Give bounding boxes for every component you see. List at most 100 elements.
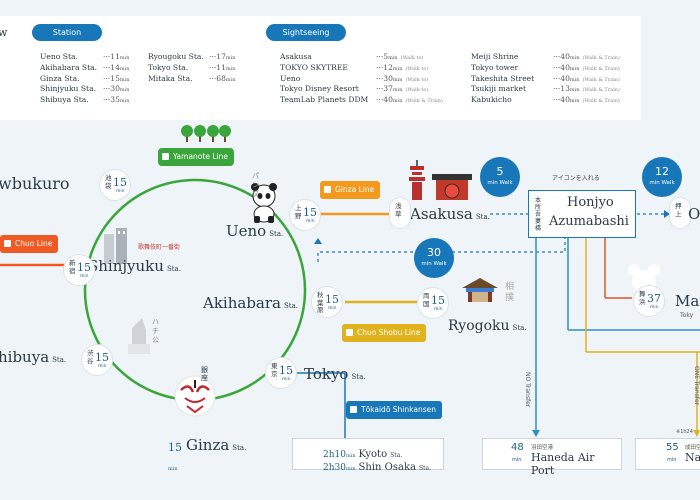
oshiage-station-circle: 押上 — [670, 198, 690, 228]
legend-station-label: Ryougoku Sta. — [148, 52, 204, 61]
legend-time-unit: min — [225, 55, 236, 61]
kabukicho-label: 歌舞伎町一番街 — [138, 244, 181, 251]
legend-time-value: 17 — [216, 52, 226, 61]
legend-sight-label: TOKYO SKYTREE — [280, 62, 348, 72]
time-unit: min — [98, 364, 107, 369]
legend-time-unit: min — [225, 65, 236, 72]
legend-sight-name: TeamLab Planets DDM — [280, 95, 368, 104]
legend-sight-name: Tsukiji market — [471, 84, 526, 93]
legend-sight-label: Ueno — [280, 73, 301, 83]
legend-time-unit: min — [388, 55, 398, 61]
legend-travel-mode: (Walk & Train) — [582, 76, 620, 83]
station-pill: Station — [32, 24, 102, 41]
legend-time-value: 11 — [216, 62, 226, 72]
dots: ··· — [376, 73, 384, 83]
legend-time-unit: min — [392, 76, 403, 83]
legend-sight-name: Tokyo Disney Resort — [280, 84, 359, 93]
legend-travel-mode: (Walk & Train) — [582, 65, 620, 72]
one-transfer-label: ONE Transfer — [693, 366, 700, 406]
time-unit: min — [168, 466, 178, 472]
legend-station-name: Shinjyuku Sta. — [40, 84, 96, 93]
legend-station-name: Tokyo Sta. — [148, 63, 188, 72]
time-number: 15 — [431, 294, 445, 307]
legend-time-unit: min — [392, 87, 403, 94]
time-unit: min — [650, 305, 659, 310]
legend-station-label: Tokyo Sta. — [148, 62, 189, 72]
tokaido-shinkansen-label: Tōkaidō Shinkansen — [361, 405, 436, 414]
osaka-time: 2h30 — [323, 463, 346, 473]
legend-station-name: Akihabara Sta. — [40, 63, 97, 72]
haneda-unit: min — [512, 457, 522, 463]
legend-time-unit: min — [392, 65, 403, 72]
walk-number: 30 — [427, 246, 441, 259]
shinjyuku-label: Shinjyuku — [88, 257, 164, 275]
legend-time-value: 40 — [560, 52, 570, 61]
legend-sight-name: Kabukicho — [471, 95, 512, 104]
narita-kanji: 成田空 — [685, 445, 700, 451]
legend-sight-time: ···12min(Walk to) — [376, 63, 428, 72]
hotel-kanji: 本所吾妻橋 — [535, 197, 542, 232]
dots: ··· — [376, 52, 384, 61]
legend-travel-mode: (Walk & Train) — [582, 87, 620, 94]
time-unit: min — [328, 306, 337, 311]
narita-destination[interactable]: 55 min 成田空 Nar — [635, 438, 700, 470]
haneda-destination[interactable]: 48 min 羽田空港 Haneda Air Port — [482, 438, 622, 477]
panda-label: パンダ — [252, 172, 259, 198]
dots: ··· — [376, 62, 384, 72]
tree-icon — [181, 125, 231, 142]
time-kanji: 渋谷 — [87, 349, 94, 365]
ginza-line-label: Ginza Line — [335, 185, 375, 194]
legend-sight-label: Takeshita Street — [471, 73, 535, 83]
dots: ··· — [103, 73, 111, 83]
legend-sight-name: TOKYO SKYTREE — [280, 63, 348, 72]
legend-time-value: 12 — [383, 62, 393, 72]
legend-sight-time: ···40min(Walk & Train) — [553, 63, 620, 72]
narita-arrow — [693, 430, 700, 437]
legend-station-time: ···17min — [209, 52, 235, 61]
chuo-line-badge: Chuo Line — [0, 235, 59, 253]
legend-time-value: 5 — [383, 52, 389, 61]
shibuya-label: hibuya — [0, 348, 50, 366]
walk-number: 12 — [655, 165, 669, 178]
time-unit: min — [80, 274, 89, 279]
time-kanji: 上野 — [295, 204, 302, 220]
legend-station-label: Akihabara Sta. — [40, 62, 98, 72]
ginza-label: Ginza — [186, 436, 230, 454]
walk-text: min Walk — [487, 180, 513, 186]
dots: ··· — [209, 52, 217, 61]
legend-sight-name: Ueno — [280, 74, 300, 83]
legend-station-label: Shinjyuku Sta. — [40, 84, 97, 94]
hotel-box[interactable]: 本所吾妻橋 Honjyo Azumabashi — [528, 190, 636, 238]
legend-travel-mode: (Walk to) — [405, 76, 429, 83]
legend-sight-label: Kabukicho — [471, 95, 512, 105]
sta-suffix: Sta. — [269, 230, 284, 238]
narita-note: ※1h24 — [676, 429, 693, 435]
kyoto-unit: min — [345, 453, 356, 459]
asakusa-label: Asakusa — [410, 205, 473, 223]
osaka-unit: min — [345, 466, 356, 472]
legend-time-value: 30 — [110, 84, 120, 94]
time-number: 15 — [303, 206, 317, 219]
panda-icon — [251, 183, 277, 223]
dots: ··· — [376, 84, 384, 94]
legend-sight-time: ···40min(Walk & Train) — [553, 95, 620, 104]
legend-time-unit: min — [119, 55, 130, 61]
sightseeing-pill: Sightseeing — [266, 24, 346, 41]
legend-station-time: ···11min — [209, 63, 235, 72]
ueno-label: Ueno — [226, 222, 267, 240]
asakusa-temple-icon — [409, 160, 472, 200]
legend-sight-time: ···37min(Walk to) — [376, 84, 428, 93]
time-kanji: 新宿 — [69, 259, 76, 275]
